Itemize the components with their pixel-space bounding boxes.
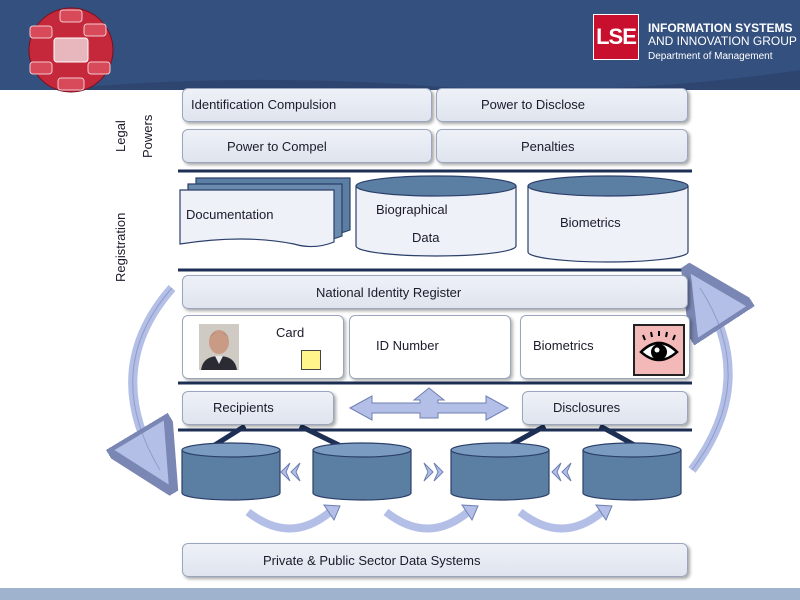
person-photo	[199, 324, 239, 370]
data-label: Data	[412, 230, 440, 245]
group-name: INFORMATION SYSTEMS AND INNOVATION GROUP…	[648, 22, 797, 63]
data-systems-label: Private & Public Sector Data Systems	[263, 553, 481, 568]
documentation-label: Documentation	[186, 207, 274, 222]
power-to-disclose-label: Power to Disclose	[481, 97, 586, 112]
card-label: Card	[276, 325, 305, 340]
logo-text: LSE	[596, 24, 637, 49]
chevron-icons	[280, 462, 572, 482]
power-to-compel-label: Power to Compel	[227, 139, 327, 154]
department-name: Department of Management	[648, 51, 773, 62]
biographical-label: Biographical	[376, 202, 448, 217]
identification-compulsion-box: Identification Compulsion	[182, 88, 432, 122]
register-title: National Identity Register	[316, 285, 462, 300]
id-number-label: ID Number	[376, 338, 439, 353]
group-line-2: AND INNOVATION GROUP	[648, 34, 797, 48]
biometrics-register-label: Biometrics	[533, 338, 594, 353]
identification-compulsion-label: Identification Compulsion	[191, 97, 337, 112]
footer-strip	[0, 588, 800, 600]
swoosh-arrows	[245, 508, 605, 533]
card-panel: Card	[182, 315, 344, 379]
id-number-panel: ID Number	[349, 315, 511, 379]
disclosures-label: Disclosures	[553, 400, 621, 415]
data-system-cylinders	[181, 442, 682, 501]
biographical-data-cylinder	[355, 175, 517, 257]
eye-icon	[633, 324, 685, 376]
penalties-label: Penalties	[521, 139, 575, 154]
exchange-arrow-icon	[348, 387, 510, 421]
data-systems-box: Private & Public Sector Data Systems	[182, 543, 688, 577]
group-line-1: INFORMATION SYSTEMS	[648, 21, 793, 35]
power-to-disclose-box: Power to Disclose	[436, 88, 688, 122]
power-to-compel-box: Power to Compel	[182, 129, 432, 163]
documentation-stack-icon	[179, 177, 351, 248]
biometrics-panel: Biometrics	[520, 315, 690, 379]
disclosures-box: Disclosures	[522, 391, 688, 425]
penalties-box: Penalties	[436, 129, 688, 163]
biometrics-cylinder	[527, 175, 689, 263]
national-identity-register-box: National Identity Register	[182, 275, 688, 309]
lse-logo: LSE	[593, 14, 639, 60]
recipients-box: Recipients	[182, 391, 334, 425]
card-chip-icon	[301, 350, 321, 370]
mini-diagram-icon	[28, 7, 114, 93]
recipients-label: Recipients	[213, 400, 274, 415]
biometrics-registration-label: Biometrics	[560, 215, 621, 230]
